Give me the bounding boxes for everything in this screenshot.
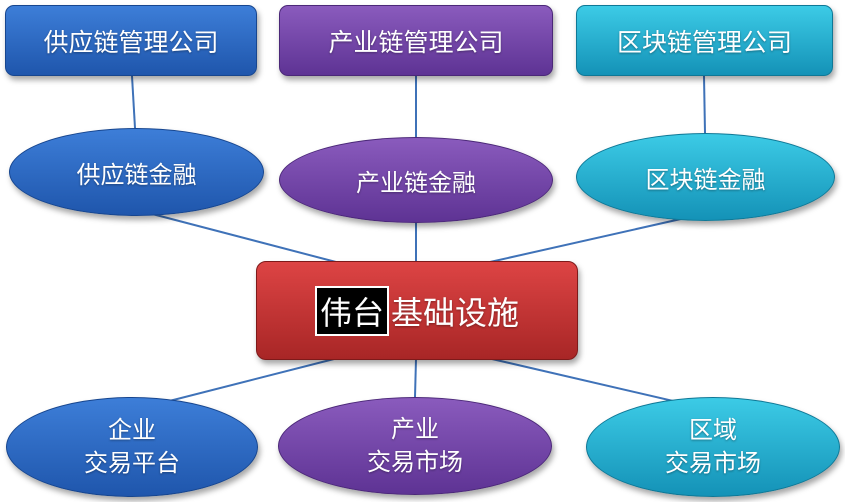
blockchain-finance-ellipse: 区块链金融 xyxy=(576,133,835,221)
connector-top-blue-to-mid-blue xyxy=(131,75,136,129)
connector-mid-teal-to-center xyxy=(489,213,704,263)
regional-trading-market-line2: 交易市场 xyxy=(665,449,761,477)
blockchain-management-company-label: 区块链管理公司 xyxy=(616,27,792,57)
blockchain-finance-label: 区块链金融 xyxy=(645,165,766,194)
industry-chain-management-company-box: 产业链管理公司 xyxy=(279,5,553,76)
connector-mid-blue-to-center xyxy=(136,209,337,263)
industry-trading-market-line1: 产业 xyxy=(391,415,439,443)
industry-chain-management-company-label: 产业链管理公司 xyxy=(328,27,504,57)
enterprise-trading-platform-line2: 交易平台 xyxy=(84,449,180,477)
enterprise-trading-platform-ellipse: 企业 交易平台 xyxy=(6,397,258,497)
supply-chain-finance-label: 供应链金融 xyxy=(76,160,197,189)
connector-center-to-bot-purple xyxy=(414,358,417,398)
industry-chain-finance-label: 产业链金融 xyxy=(356,168,476,197)
industry-trading-market-ellipse: 产业 交易市场 xyxy=(278,397,552,495)
blockchain-management-company-box: 区块链管理公司 xyxy=(576,5,833,76)
industry-trading-market-line2: 交易市场 xyxy=(367,448,463,476)
infrastructure-label: 基础设施 xyxy=(391,293,520,332)
supply-chain-management-company-label: 供应链管理公司 xyxy=(43,27,219,57)
regional-trading-market-line1: 区域 xyxy=(689,416,737,444)
enterprise-trading-platform-line1: 企业 xyxy=(108,416,156,444)
connector-top-teal-to-mid-teal xyxy=(703,75,706,134)
industry-chain-finance-ellipse: 产业链金融 xyxy=(279,137,553,223)
center-redacted-name: 伟台 xyxy=(314,285,389,336)
regional-trading-market-ellipse: 区域 交易市场 xyxy=(586,397,840,497)
supply-chain-management-company-box: 供应链管理公司 xyxy=(5,5,257,76)
infrastructure-center-box: 伟台 基础设施 xyxy=(256,261,578,360)
supply-chain-finance-ellipse: 供应链金融 xyxy=(9,128,264,216)
